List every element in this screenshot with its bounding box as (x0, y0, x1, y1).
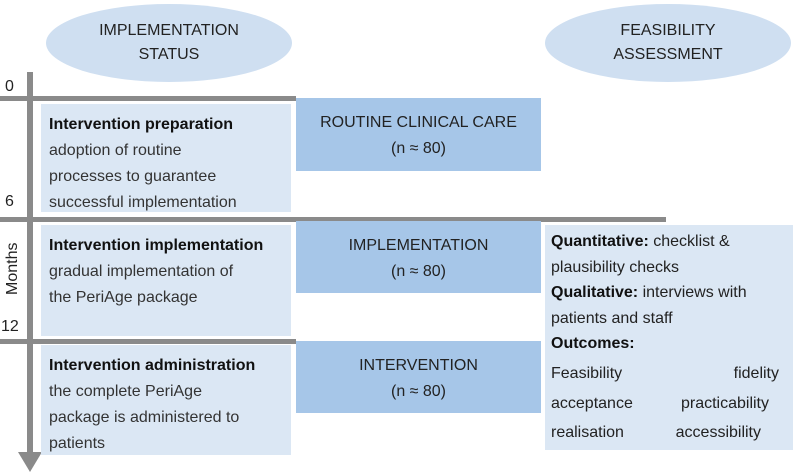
phase-box-implementation: IMPLEMENTATION (n ≈ 80) (296, 221, 541, 293)
months-axis-label: Months (4, 242, 21, 295)
qualitative-label: Qualitative: (551, 284, 639, 302)
status-title: Intervention preparation (49, 116, 234, 133)
implementation-status-header: IMPLEMENTATION STATUS (46, 4, 292, 82)
tick-12: 12 (1, 318, 19, 335)
divider-month-12 (0, 339, 296, 344)
outcome-item: practicability (680, 394, 769, 412)
status-line: successful implementation (49, 194, 237, 211)
outcome-item: acceptance (551, 394, 633, 412)
phase-box-routine-care: ROUTINE CLINICAL CARE (n ≈ 80) (296, 98, 541, 171)
outcome-item: fidelity (733, 364, 779, 382)
implementation-status-line-2: STATUS (138, 46, 200, 63)
implementation-status-line-1: IMPLEMENTATION (99, 22, 239, 39)
feasibility-assessment-box: Quantitative: checklist & plausibility c… (545, 225, 793, 450)
outcome-item: Feasibility (551, 364, 623, 382)
feasibility-assessment-header: FEASIBILITY ASSESSMENT (545, 4, 791, 82)
status-box-administration: Intervention administration the complete… (41, 345, 291, 455)
status-title: Intervention implementation (49, 237, 264, 254)
outcome-item: accessibility (675, 424, 761, 442)
qualitative-text-cont: patients and staff (551, 309, 673, 327)
timeline-axis (27, 72, 33, 457)
timeline-arrowhead (18, 452, 42, 472)
outcome-row: Feasibility fidelity (551, 361, 787, 387)
quantitative-label: Quantitative: (551, 233, 649, 250)
status-line: processes to guarantee (49, 168, 217, 185)
status-box-preparation: Intervention preparation adoption of rou… (41, 104, 291, 212)
tick-0: 0 (5, 78, 14, 95)
qualitative-row: Qualitative: interviews with (551, 280, 787, 306)
tick-6: 6 (5, 193, 14, 210)
status-line: gradual implementation of (49, 263, 234, 280)
status-line: the PeriAge package (49, 289, 198, 306)
feasibility-assessment-line-1: FEASIBILITY (620, 22, 716, 39)
phase-n: (n ≈ 80) (390, 263, 447, 280)
divider-month-0 (0, 96, 296, 101)
outcomes-label: Outcomes: (551, 335, 635, 353)
feasibility-assessment-line-2: ASSESSMENT (613, 46, 723, 63)
quantitative-row: Quantitative: checklist & (551, 229, 787, 255)
status-line: the complete PeriAge (49, 383, 202, 400)
quantitative-text: checklist & (648, 233, 730, 250)
status-line: adoption of routine (49, 142, 182, 159)
phase-name: INTERVENTION (359, 357, 478, 374)
phase-name: IMPLEMENTATION (348, 237, 489, 254)
status-line: package is administered to (49, 409, 240, 426)
outcome-item: realisation (551, 424, 624, 442)
phase-n: (n ≈ 80) (390, 140, 447, 157)
divider-month-6 (0, 217, 666, 222)
outcome-row: acceptance practicability (551, 391, 787, 417)
outcome-row: realisation accessibility (551, 420, 787, 446)
phase-name: ROUTINE CLINICAL CARE (320, 114, 517, 131)
quantitative-text-cont: plausibility checks (551, 258, 680, 276)
status-box-implementation: Intervention implementation gradual impl… (41, 225, 291, 336)
qualitative-text: interviews with (638, 284, 747, 302)
phase-box-intervention: INTERVENTION (n ≈ 80) (296, 341, 541, 413)
status-title: Intervention administration (49, 357, 256, 374)
phase-n: (n ≈ 80) (390, 383, 447, 400)
status-line: patients (49, 435, 106, 452)
